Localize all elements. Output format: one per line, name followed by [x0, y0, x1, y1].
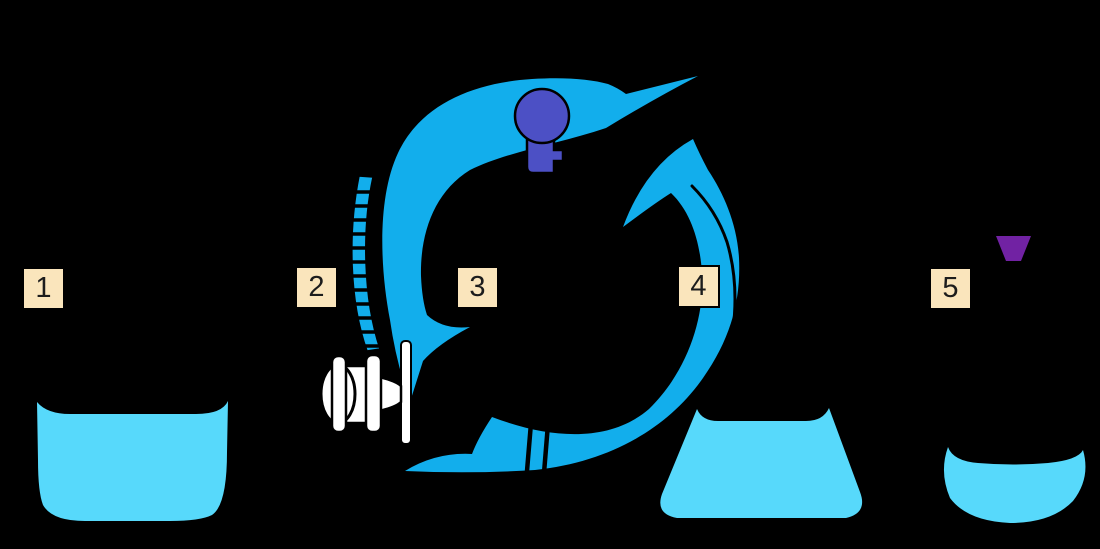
swirl-ribbon-slit-1: [524, 422, 534, 472]
beaker-with-solution-icon: [37, 401, 228, 521]
swirl-arrow-upper-path: [382, 76, 698, 402]
pipette-bulb-ball: [513, 87, 571, 145]
swirl-arrow-highlight-line: [690, 184, 737, 412]
stopcock-handle-bar: [400, 340, 412, 445]
stopcock-nozzle: [377, 375, 403, 413]
stopcock-tap-icon: [319, 340, 412, 445]
step-label-3: 3: [456, 266, 499, 309]
step-label-4: 4: [677, 265, 720, 308]
indicator-funnel-icon: [996, 236, 1031, 261]
step-number: 3: [469, 271, 486, 303]
step-number: 4: [690, 270, 707, 302]
step-label-5: 5: [929, 267, 972, 310]
swirl-ribbon-slit-2: [541, 423, 551, 474]
evaporating-basin-with-solution-icon: [943, 447, 1086, 523]
conical-flask-with-solution-icon: [660, 408, 863, 518]
swirl-arrow-lower-path: [405, 139, 740, 473]
pipette-bulb-icon: [513, 87, 571, 175]
stopcock-collar-right: [364, 353, 383, 434]
basin-liquid: [943, 447, 1086, 523]
flask-liquid: [660, 408, 863, 518]
step-label-2: 2: [295, 266, 338, 309]
swirl-arrow-lower-icon: [405, 139, 740, 474]
step-number: 5: [942, 272, 959, 304]
burette-graduation-ticks: [351, 190, 380, 348]
swirl-arrow-upper-icon: [382, 76, 698, 402]
step-number: 1: [35, 272, 52, 304]
indicator-funnel-shape: [996, 236, 1031, 261]
step-number: 2: [308, 271, 325, 303]
burette-icon: [319, 175, 412, 445]
beaker-liquid: [37, 401, 228, 521]
stopcock-collar-left: [330, 354, 348, 434]
step-label-1: 1: [22, 267, 65, 310]
pipette-bulb-stem: [525, 134, 565, 175]
